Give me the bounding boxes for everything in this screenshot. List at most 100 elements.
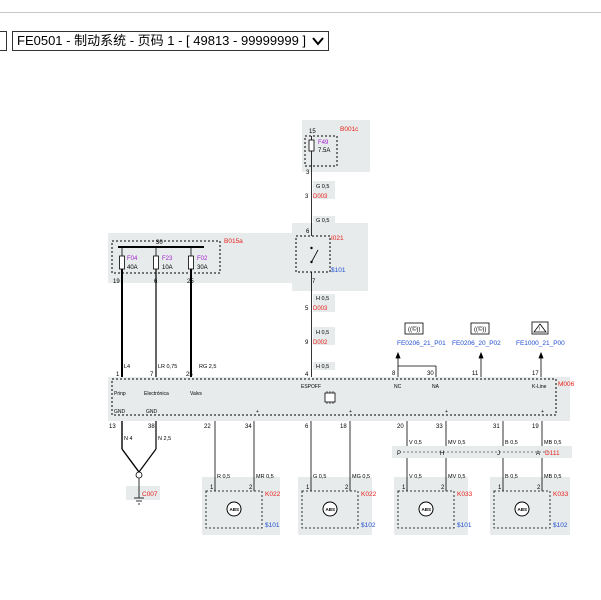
svg-text:25: 25 <box>186 372 193 378</box>
svg-text:20: 20 <box>397 424 404 430</box>
fuse-icon <box>153 255 159 270</box>
svg-text:V 0,5: V 0,5 <box>409 474 422 480</box>
svg-text:11: 11 <box>472 371 479 377</box>
svg-text:+: + <box>349 409 352 415</box>
svg-text:3: 3 <box>306 170 310 176</box>
svg-text:L4: L4 <box>124 364 130 370</box>
svg-text:1: 1 <box>402 485 406 491</box>
svg-text:1: 1 <box>116 372 120 378</box>
svg-text:$102: $102 <box>553 522 568 529</box>
svg-text:ABS: ABS <box>326 507 336 512</box>
svg-text:((©)): ((©)) <box>408 326 420 333</box>
feed-wires <box>121 269 192 377</box>
svg-text:NA: NA <box>432 384 440 390</box>
svg-text:!: ! <box>539 327 540 333</box>
svg-text:30A: 30A <box>197 265 208 271</box>
svg-text:H 0,5: H 0,5 <box>316 296 329 302</box>
svg-text:1: 1 <box>498 485 502 491</box>
svg-text:MB 0,5: MB 0,5 <box>544 474 561 480</box>
svg-text:17: 17 <box>532 371 539 377</box>
svg-text:F02: F02 <box>197 256 208 262</box>
module-m006: M006 1 7 25 4 Prinp Electrónica Valvs ES… <box>111 372 575 416</box>
svg-text:((©)): ((©)) <box>474 326 486 333</box>
page-selector-label: FE0501 - 制动系统 - 页码 1 - [ 49813 - 9999999… <box>17 33 307 48</box>
sensor-wire-labels: R 0,5 MR 0,5 G 0,5 MG 0,5 V 0,5 MV 0,5 B… <box>217 440 561 480</box>
svg-text:R 0,5: R 0,5 <box>217 474 230 480</box>
ref-link-3[interactable]: FE1000_21_P00 <box>516 340 565 347</box>
svg-text:15: 15 <box>309 129 316 135</box>
svg-text:D003: D003 <box>313 194 328 200</box>
svg-text:G 0,5: G 0,5 <box>316 218 329 224</box>
sensor-k022-101: 1 2 K022 ABS $101 <box>205 485 281 529</box>
wiring-ref-icon <box>404 322 424 335</box>
svg-text:2: 2 <box>345 485 349 491</box>
svg-text:7: 7 <box>150 372 154 378</box>
ref-link-2[interactable]: FE0206_20_P02 <box>452 340 501 347</box>
switch-i021: 6 I021 7 $101 <box>295 229 346 285</box>
svg-text:F04: F04 <box>127 256 138 262</box>
svg-text:H 0,5: H 0,5 <box>316 330 329 336</box>
svg-text:7: 7 <box>312 279 316 285</box>
svg-text:$101: $101 <box>265 522 280 529</box>
svg-text:H: H <box>440 451 444 457</box>
svg-text:Electrónica: Electrónica <box>144 391 169 397</box>
svg-text:MB 0,5: MB 0,5 <box>544 440 561 446</box>
top-divider <box>0 12 601 13</box>
svg-text:$101: $101 <box>457 522 472 529</box>
svg-text:31: 31 <box>493 424 500 430</box>
svg-text:34: 34 <box>245 424 252 430</box>
svg-text:G 0,5: G 0,5 <box>316 184 329 190</box>
svg-text:GND: GND <box>146 409 158 415</box>
svg-text:7.5A: 7.5A <box>318 148 330 154</box>
svg-text:G 0,5: G 0,5 <box>313 474 326 480</box>
svg-text:33: 33 <box>436 424 443 430</box>
svg-text:I021: I021 <box>331 235 344 242</box>
svg-text:D002: D002 <box>313 340 328 346</box>
wire-vertical-main: G 0,5 3 D003 G 0,5 H 0,5 5 D003 H 0,5 9 … <box>305 166 335 377</box>
svg-text:40A: 40A <box>127 265 138 271</box>
svg-text:GND: GND <box>114 409 126 415</box>
svg-text:A: A <box>536 451 540 457</box>
svg-text:NC: NC <box>394 384 402 390</box>
svg-text:1: 1 <box>210 485 214 491</box>
module-bg <box>108 377 570 421</box>
svg-text:MV 0,5: MV 0,5 <box>448 440 465 446</box>
previous-button[interactable]: ) <box>0 31 7 51</box>
svg-text:Prinp: Prinp <box>114 391 126 397</box>
wiring-ref-icon <box>470 322 490 335</box>
svg-text:+: + <box>445 409 448 415</box>
svg-text:RG 2,5: RG 2,5 <box>199 364 216 370</box>
fuse-block-left-bg <box>108 233 366 283</box>
svg-text:K033: K033 <box>553 491 569 498</box>
abs-icon <box>226 501 242 517</box>
reference-arrows <box>395 351 544 377</box>
connector-d111: P H J A D111 <box>392 446 572 458</box>
svg-text:B 0,5: B 0,5 <box>505 440 518 446</box>
svg-text:$102: $102 <box>361 522 376 529</box>
svg-text:MR 0,5: MR 0,5 <box>256 474 274 480</box>
svg-text:K033: K033 <box>457 491 473 498</box>
svg-text:18: 18 <box>340 424 347 430</box>
svg-text:Valvs: Valvs <box>190 391 202 397</box>
sensor-k022-102: 1 2 K022 ABS $102 <box>301 485 377 529</box>
page-selector[interactable]: FE0501 - 制动系统 - 页码 1 - [ 49813 - 9999999… <box>12 31 330 51</box>
svg-text:MV 0,5: MV 0,5 <box>448 474 465 480</box>
svg-text:19: 19 <box>113 279 120 285</box>
svg-text:D003: D003 <box>313 306 328 312</box>
svg-text:F23: F23 <box>162 256 173 262</box>
svg-text:6: 6 <box>305 424 309 430</box>
svg-text:H 0,5: H 0,5 <box>316 364 329 370</box>
ref-link-1[interactable]: FE0206_21_P01 <box>397 340 446 347</box>
svg-text:ESPOFF: ESPOFF <box>301 384 321 390</box>
fuse-block-top-id: B001c <box>340 126 359 133</box>
svg-text:M006: M006 <box>558 381 575 388</box>
module-bottom-pins: 13 38 22 34 6 18 20 33 31 19 <box>109 424 539 430</box>
svg-text:+: + <box>541 409 544 415</box>
svg-text:38: 38 <box>148 424 155 430</box>
svg-text:ABS: ABS <box>422 507 432 512</box>
svg-text:10A: 10A <box>162 265 173 271</box>
abs-icon <box>514 501 530 517</box>
ground-id: C007 <box>142 491 158 498</box>
svg-text:8: 8 <box>392 371 396 377</box>
